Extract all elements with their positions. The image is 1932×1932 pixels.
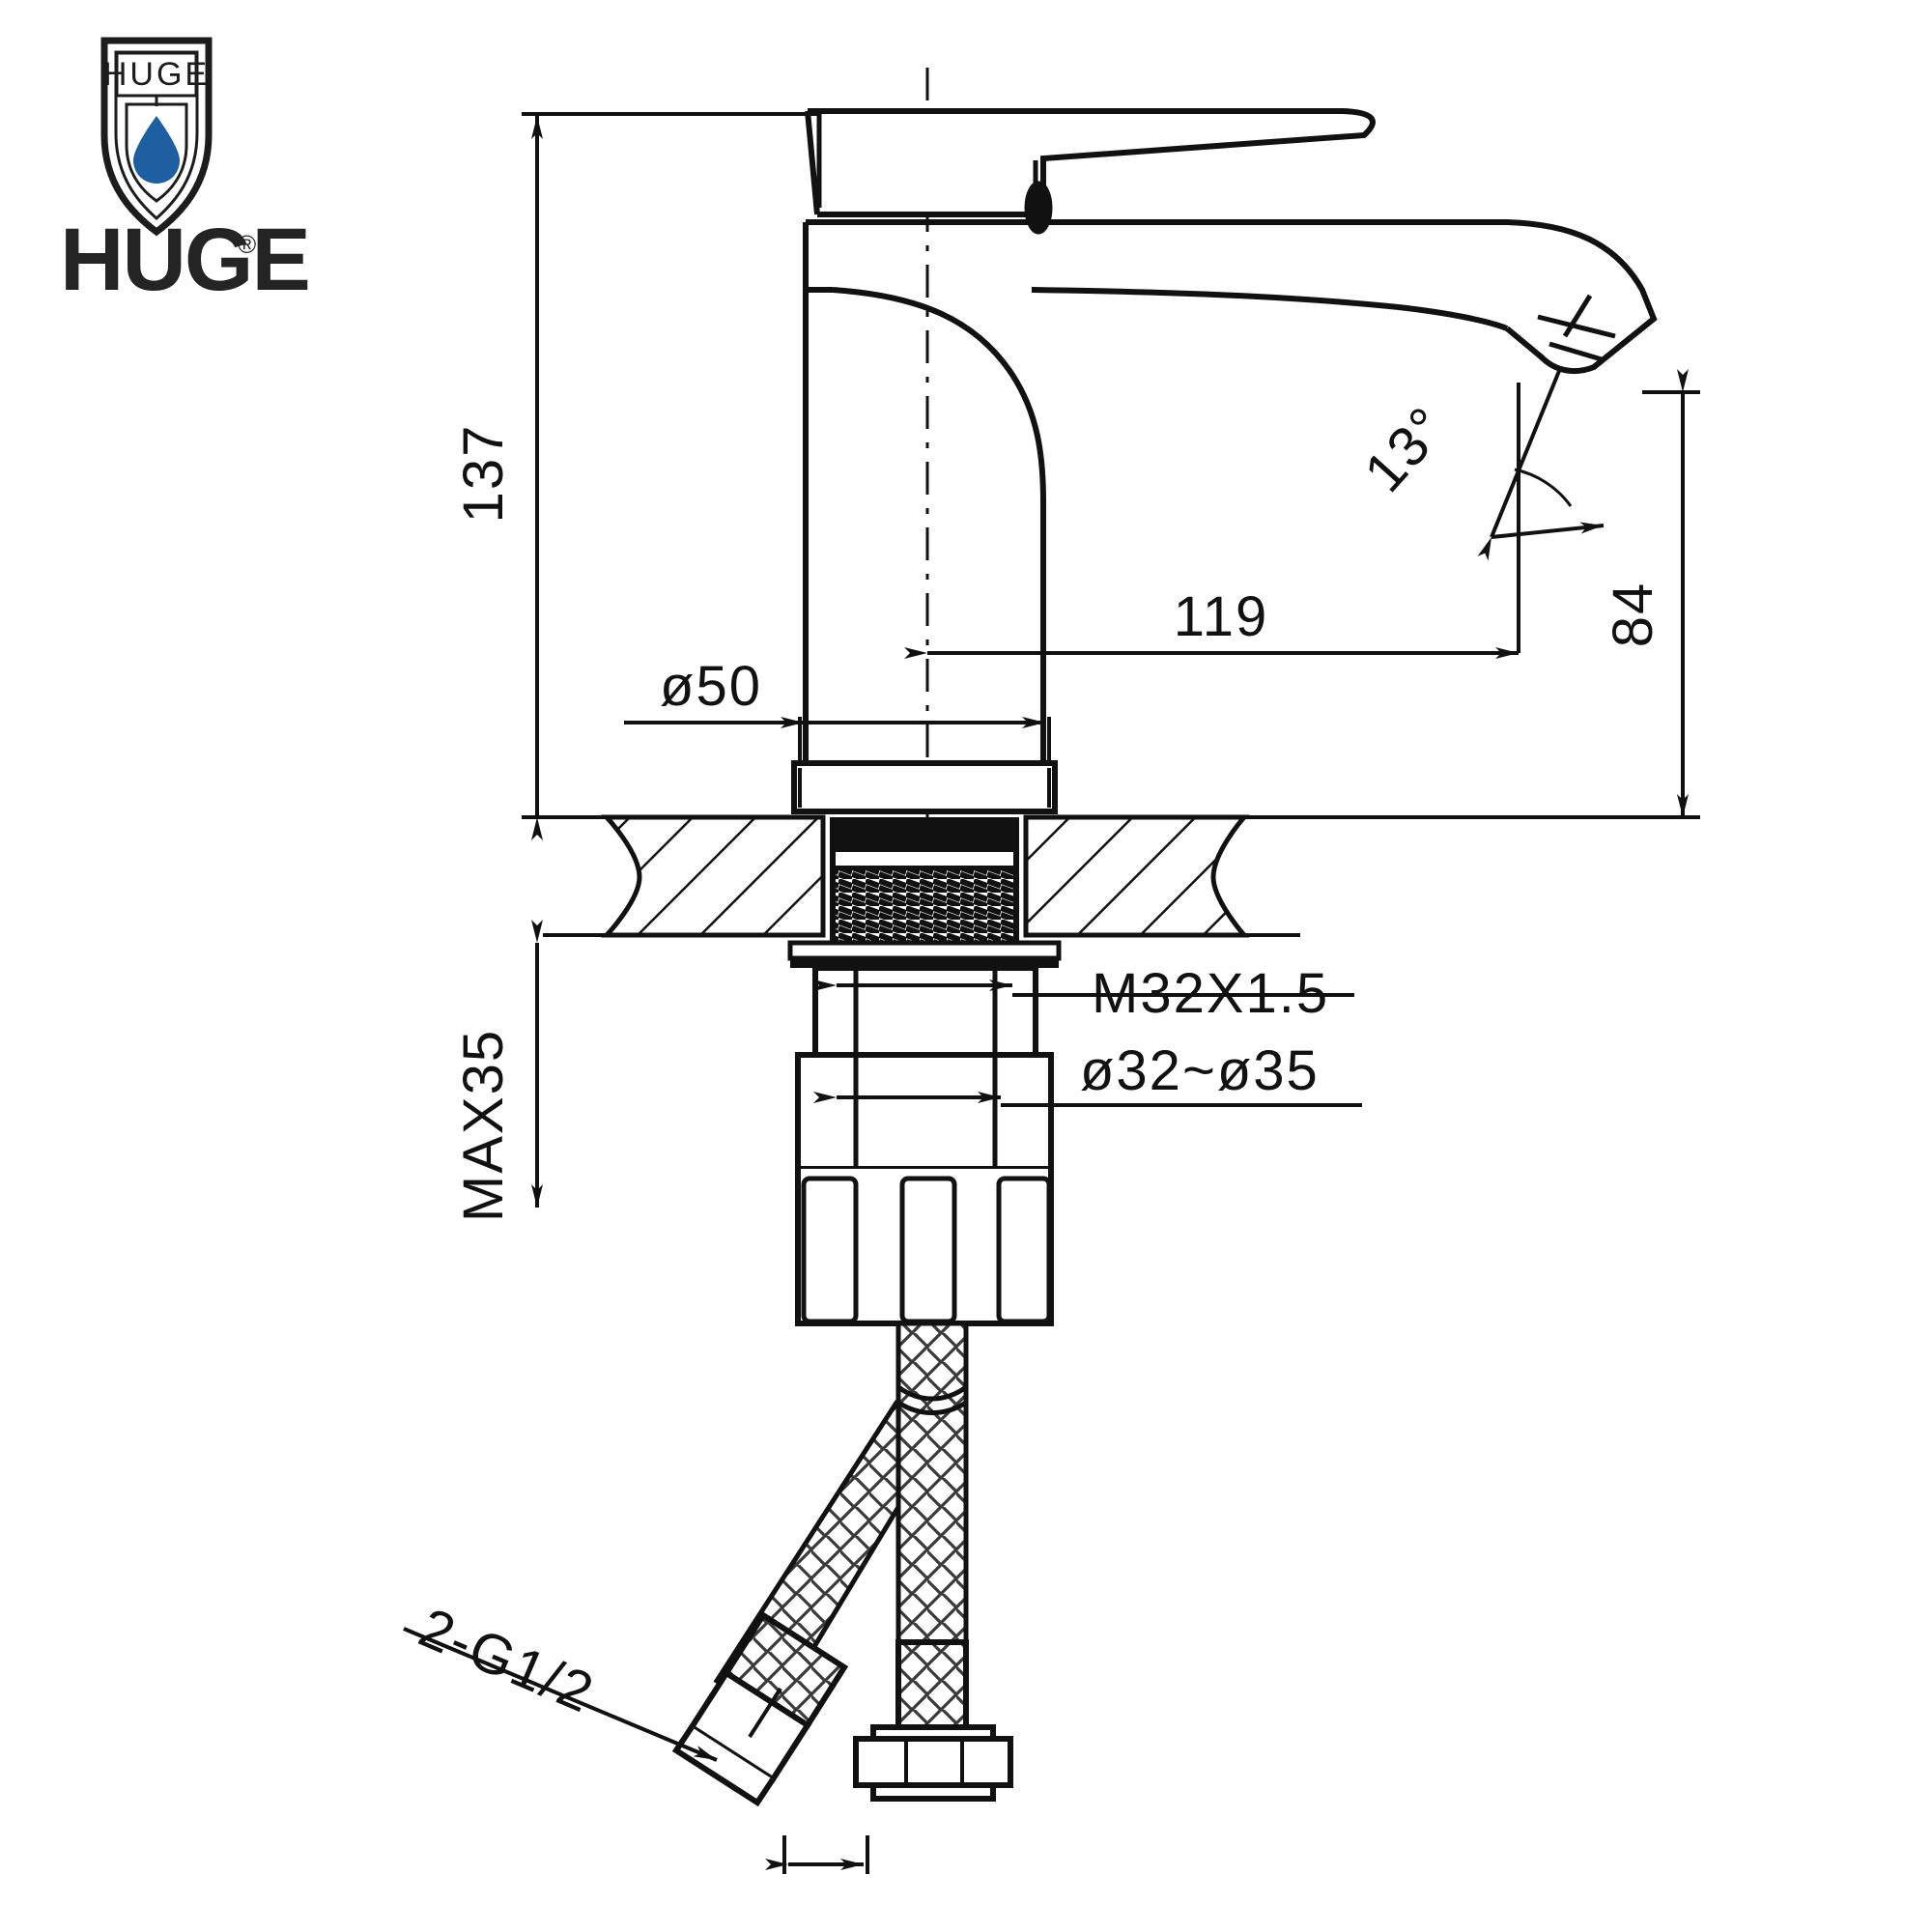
dimension-max-deck-thickness-label: MAX35 xyxy=(452,1029,515,1222)
registered-mark: ® xyxy=(238,230,256,259)
mounting-nut xyxy=(795,1052,1054,1172)
dimension-aerator-angle: 13° xyxy=(1352,370,1605,561)
brand-wordmark: HUGE ® xyxy=(60,211,311,309)
brand-wordmark-text: HUGE xyxy=(60,211,309,309)
dimension-aerator-angle-label: 13° xyxy=(1352,394,1460,503)
ferrule-right xyxy=(895,1639,969,1730)
dimension-thread-spec: M32X1.5 xyxy=(813,962,1354,1025)
hose-coupling-left xyxy=(671,1610,849,1807)
dimension-coupling-width xyxy=(765,1835,869,1874)
dimension-overall-height: 137 xyxy=(452,112,821,840)
dimension-hole-diameter-range: ø32~ø35 xyxy=(813,1039,1362,1107)
threaded-shank xyxy=(830,817,1019,956)
dimension-overall-height-label: 137 xyxy=(452,424,515,524)
shield-waterdrop-logo: HUGE xyxy=(100,37,213,237)
dimension-thread-spec-label: M32X1.5 xyxy=(1092,962,1329,1025)
faucet-assembly xyxy=(791,108,1658,814)
dimension-supply-thread-label: 2-G1/2 xyxy=(411,1596,604,1725)
hose-coupling-right xyxy=(853,1639,1013,1802)
knurled-nut xyxy=(795,1169,1054,1326)
dimension-max-deck-thickness: MAX35 xyxy=(452,920,543,1222)
countertop-section-hatch xyxy=(543,814,1300,938)
dimension-spout-height-label: 84 xyxy=(1602,582,1664,648)
dimension-hole-diameter-range-label: ø32~ø35 xyxy=(1080,1039,1320,1102)
mounting-washer xyxy=(787,940,1062,968)
shield-wordmark: HUGE xyxy=(103,56,210,93)
lever-handle xyxy=(808,108,1376,217)
dimension-spout-reach: 119 xyxy=(904,383,1520,659)
dimension-spout-height: 84 xyxy=(1300,369,1700,819)
base-escutcheon xyxy=(791,760,1058,814)
dimension-base-diameter: ø50 xyxy=(624,655,1051,763)
dimension-supply-thread: 2-G1/2 xyxy=(403,1596,718,1762)
spout-underline xyxy=(1031,287,1509,331)
spout-top xyxy=(1043,219,1658,375)
waterdrop-icon xyxy=(133,116,180,184)
aerator xyxy=(1537,294,1616,362)
spout-riser-right xyxy=(832,287,1046,763)
dimension-base-diameter-label: ø50 xyxy=(660,655,762,718)
handle-pivot-detail xyxy=(1024,181,1053,235)
lower-shank xyxy=(812,965,1038,1058)
dimension-spout-reach-label: 119 xyxy=(1174,585,1268,648)
